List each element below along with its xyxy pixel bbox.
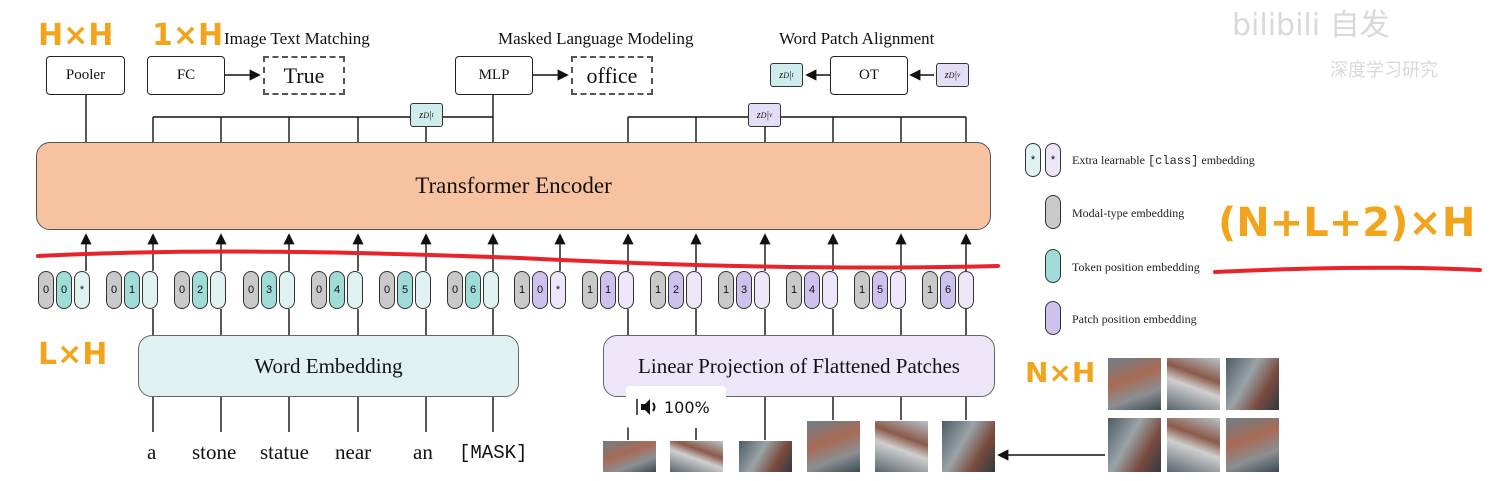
volume-indicator[interactable]: 100% bbox=[626, 386, 726, 428]
modal-type-pill: 0 bbox=[106, 271, 122, 309]
position-pill: 3 bbox=[736, 271, 752, 309]
modal-type-pill: 1 bbox=[718, 271, 734, 309]
modal-type-pill: 0 bbox=[38, 271, 54, 309]
word-statue: statue bbox=[260, 440, 309, 464]
position-pill: 2 bbox=[668, 271, 684, 309]
position-pill: 4 bbox=[804, 271, 820, 309]
annotation-hxh: H×H bbox=[38, 18, 114, 53]
modal-type-pill: 0 bbox=[447, 271, 463, 309]
office-output-box: office bbox=[571, 56, 653, 95]
ot-box: OT bbox=[830, 56, 908, 95]
wpa-title: Word Patch Alignment bbox=[779, 29, 935, 48]
watermark-brand: bilibili 自发 bbox=[1232, 8, 1390, 43]
modal-type-pill: 1 bbox=[786, 271, 802, 309]
modal-type-pill: 1 bbox=[650, 271, 666, 309]
content-pill bbox=[210, 271, 226, 309]
red-underline-legend bbox=[1213, 265, 1482, 274]
modal-type-pill: 0 bbox=[174, 271, 190, 309]
content-pill bbox=[415, 271, 431, 309]
position-pill: 3 bbox=[261, 271, 277, 309]
word-mask: [MASK] bbox=[459, 442, 528, 464]
mlp-box: MLP bbox=[455, 56, 533, 95]
itm-title: Image Text Matching bbox=[224, 29, 370, 48]
word-near: near bbox=[335, 440, 372, 464]
annotation-nxh: N×H bbox=[1025, 356, 1096, 389]
modal-type-pill: 0 bbox=[311, 271, 327, 309]
content-pill bbox=[483, 271, 499, 309]
position-pill: 5 bbox=[872, 271, 888, 309]
legend-token-label: Token position embedding bbox=[1072, 260, 1200, 274]
annotation-total: (N+L+2)×H bbox=[1218, 200, 1476, 246]
mlm-title: Masked Language Modeling bbox=[498, 29, 694, 48]
content-pill bbox=[142, 271, 158, 309]
transformer-encoder: Transformer Encoder bbox=[36, 142, 991, 230]
word-embedding-box: Word Embedding bbox=[138, 335, 519, 397]
modal-type-pill: 1 bbox=[582, 271, 598, 309]
fc-box: FC bbox=[147, 56, 225, 95]
legend-patch-label: Patch position embedding bbox=[1072, 312, 1197, 326]
modal-type-pill: 0 bbox=[379, 271, 395, 309]
position-pill: 1 bbox=[600, 271, 616, 309]
content-pill bbox=[890, 271, 906, 309]
modal-type-pill: 1 bbox=[922, 271, 938, 309]
position-pill: 5 bbox=[397, 271, 413, 309]
position-pill: 0 bbox=[56, 271, 72, 309]
annotation-1xh: 1×H bbox=[152, 18, 224, 53]
red-underline bbox=[36, 249, 1000, 270]
modal-type-pill: 1 bbox=[514, 271, 530, 309]
modal-type-pill: 0 bbox=[243, 271, 259, 309]
content-pill bbox=[686, 271, 702, 309]
position-pill: 6 bbox=[465, 271, 481, 309]
watermark-sub: 深度学习研究 bbox=[1330, 60, 1438, 81]
legend-class-pill-vision: * bbox=[1045, 143, 1061, 177]
position-pill: 4 bbox=[329, 271, 345, 309]
content-pill bbox=[754, 271, 770, 309]
word-a: a bbox=[147, 440, 157, 464]
content-pill bbox=[958, 271, 974, 309]
legend-modal-label: Modal-type embedding bbox=[1072, 206, 1185, 220]
legend-patch-pill bbox=[1045, 301, 1061, 335]
legend-modal-pill bbox=[1045, 195, 1061, 229]
pooler-box: Pooler bbox=[46, 56, 125, 95]
legend-token-pill bbox=[1045, 249, 1061, 283]
class-token-pill: * bbox=[550, 271, 566, 309]
content-pill bbox=[822, 271, 838, 309]
legend-class-pill-text: * bbox=[1025, 143, 1041, 177]
content-pill bbox=[347, 271, 363, 309]
class-token-pill: * bbox=[74, 271, 90, 309]
modal-type-pill: 1 bbox=[854, 271, 870, 309]
legend-class-label: Extra learnable [class] embedding bbox=[1072, 153, 1255, 168]
speaker-icon bbox=[636, 399, 656, 415]
content-pill bbox=[618, 271, 634, 309]
volume-level: 100% bbox=[664, 397, 710, 417]
true-output-box: True bbox=[263, 56, 345, 95]
position-pill: 2 bbox=[192, 271, 208, 309]
position-pill: 6 bbox=[940, 271, 956, 309]
content-pill bbox=[279, 271, 295, 309]
position-pill: 0 bbox=[532, 271, 548, 309]
annotation-lxh: L×H bbox=[38, 337, 108, 372]
position-pill: 1 bbox=[124, 271, 140, 309]
word-stone: stone bbox=[192, 440, 237, 464]
word-an: an bbox=[413, 440, 433, 464]
